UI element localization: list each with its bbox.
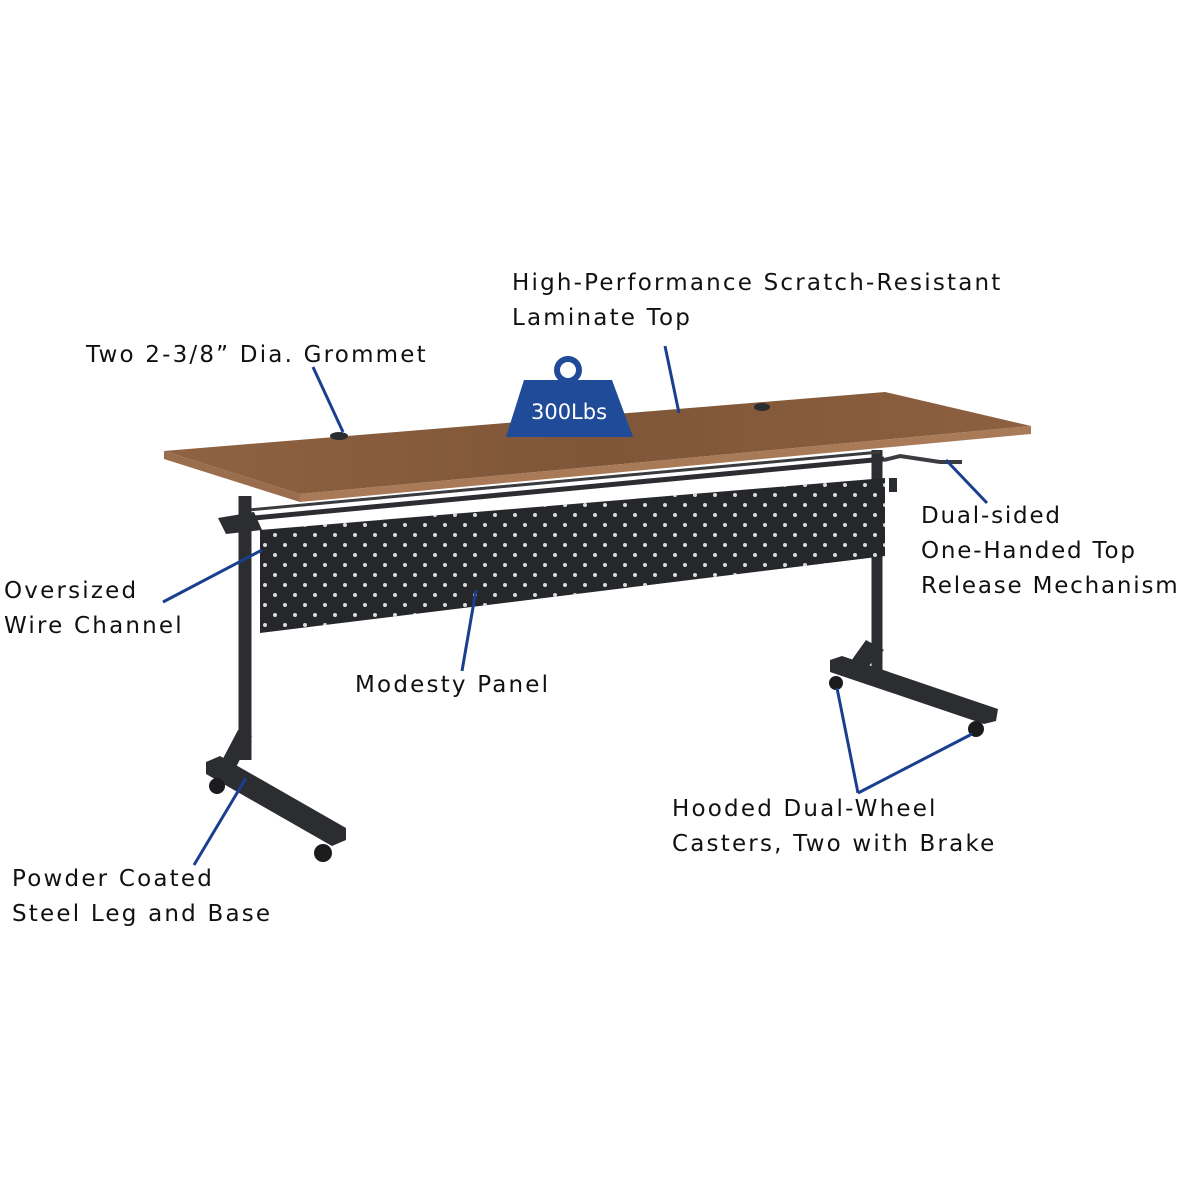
leader-caster-back-left — [835, 687, 860, 794]
label-casters-line-2: Casters, Two with Brake — [672, 831, 997, 857]
leader-lines — [162, 345, 989, 866]
leader-grommet — [311, 366, 345, 433]
leader-modesty-panel — [460, 589, 478, 672]
leader-laminate-top — [663, 345, 681, 414]
label-grommet: Two 2-3/8” Dia. Grommet — [86, 338, 428, 373]
wire-channel-bar — [253, 456, 885, 521]
label-laminate-top: High-Performance Scratch-Resistant Lamin… — [512, 266, 1003, 336]
label-casters: Hooded Dual-Wheel Casters, Two with Brak… — [672, 792, 997, 862]
leader-release — [944, 458, 989, 505]
label-release-line-3: Release Mechanism — [921, 573, 1180, 599]
label-leg-base: Powder Coated Steel Leg and Base — [12, 862, 272, 932]
laminate-top — [164, 392, 1031, 502]
label-release-line-1: Dual-sided — [921, 503, 1062, 529]
caster-back-left — [829, 676, 843, 690]
label-wire-channel: Oversized Wire Channel — [4, 574, 184, 644]
weight-icon: 300Lbs — [506, 356, 633, 437]
grommet-right — [754, 403, 770, 411]
caster-back-right — [968, 721, 984, 737]
label-modesty-panel: Modesty Panel — [355, 668, 550, 703]
caster-front-right — [314, 844, 332, 862]
label-casters-line-1: Hooded Dual-Wheel — [672, 796, 938, 822]
leader-caster-back-right — [857, 732, 973, 795]
label-wire-channel-line-1: Oversized — [4, 578, 139, 604]
label-wire-channel-line-2: Wire Channel — [4, 613, 184, 639]
leader-wire-channel — [162, 548, 263, 604]
label-release-mechanism: Dual-sided One-Handed Top Release Mechan… — [921, 499, 1179, 604]
label-leg-base-line-2: Steel Leg and Base — [12, 901, 273, 927]
leader-leg-base — [192, 777, 248, 866]
weight-badge-text: 300Lbs — [531, 400, 607, 424]
label-laminate-top-line-1: High-Performance Scratch-Resistant — [512, 270, 1003, 296]
label-release-line-2: One-Handed Top — [921, 538, 1137, 564]
modesty-panel — [260, 478, 885, 633]
label-leg-base-line-1: Powder Coated — [12, 866, 215, 892]
label-grommet-line-1: Two 2-3/8” Dia. Grommet — [86, 342, 428, 368]
release-handle — [883, 453, 962, 464]
label-modesty-panel-line-1: Modesty Panel — [355, 672, 551, 698]
caster-front-left — [209, 778, 225, 794]
grommet-left — [330, 432, 348, 440]
label-laminate-top-line-2: Laminate Top — [512, 305, 693, 331]
left-leg — [206, 496, 346, 862]
